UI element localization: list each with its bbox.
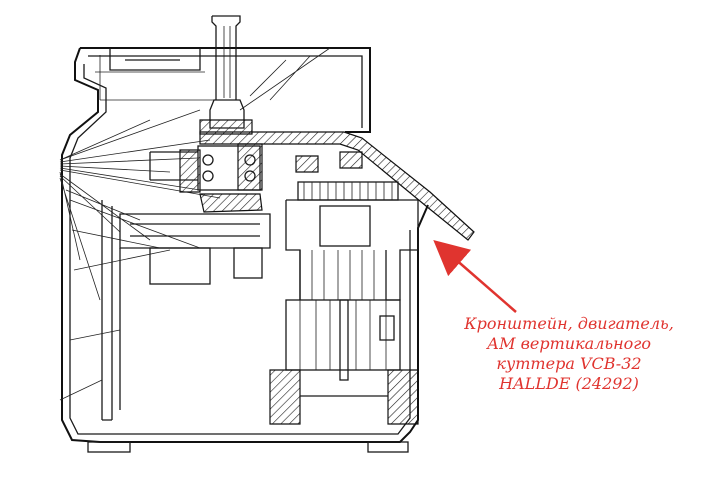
feet <box>87 441 409 453</box>
leader-lines <box>59 47 331 401</box>
lid-cover <box>179 119 475 241</box>
caption-line-4: HALLDE (24292) <box>499 374 639 393</box>
left-bracket <box>101 200 271 421</box>
caption-line-3: куттера VCB-32 <box>496 354 642 373</box>
bearing-block <box>149 145 263 213</box>
callout-arrow <box>433 239 517 313</box>
gear-ring <box>297 181 399 201</box>
part-caption: Кронштейн, двигатель, АМ вертикального к… <box>430 314 708 394</box>
motor-body <box>285 199 419 381</box>
caption-line-2: АМ вертикального <box>487 334 651 353</box>
spindle-shaft <box>209 15 245 129</box>
caption-line-1: Кронштейн, двигатель, <box>464 314 674 333</box>
housing-outline <box>61 47 429 443</box>
motor-base <box>269 369 419 425</box>
